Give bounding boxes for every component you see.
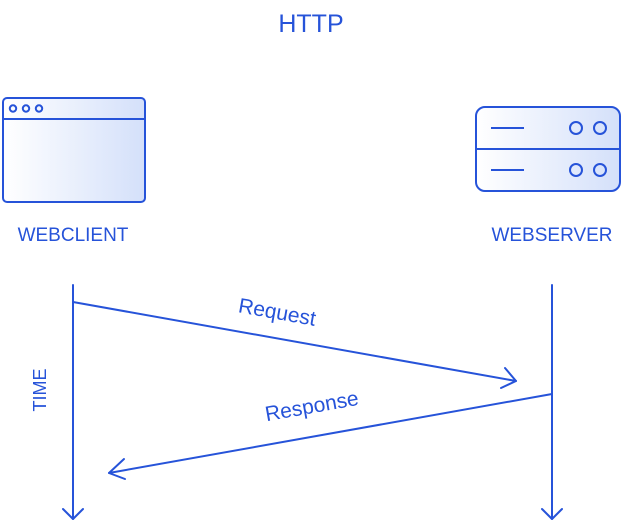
request-arrow (72, 301, 517, 389)
time-axis-label: TIME (30, 369, 50, 412)
client-lifeline (62, 284, 84, 520)
response-arrow (108, 393, 553, 480)
response-label: Response (263, 387, 360, 426)
diagram-title: HTTP (278, 10, 343, 38)
request-label: Request (237, 294, 318, 330)
webclient-label: WEBCLIENT (18, 225, 129, 246)
browser-window-icon (2, 97, 146, 203)
webserver-label: WEBSERVER (491, 225, 612, 246)
server-rack-icon (475, 106, 621, 192)
server-lifeline (541, 284, 563, 520)
